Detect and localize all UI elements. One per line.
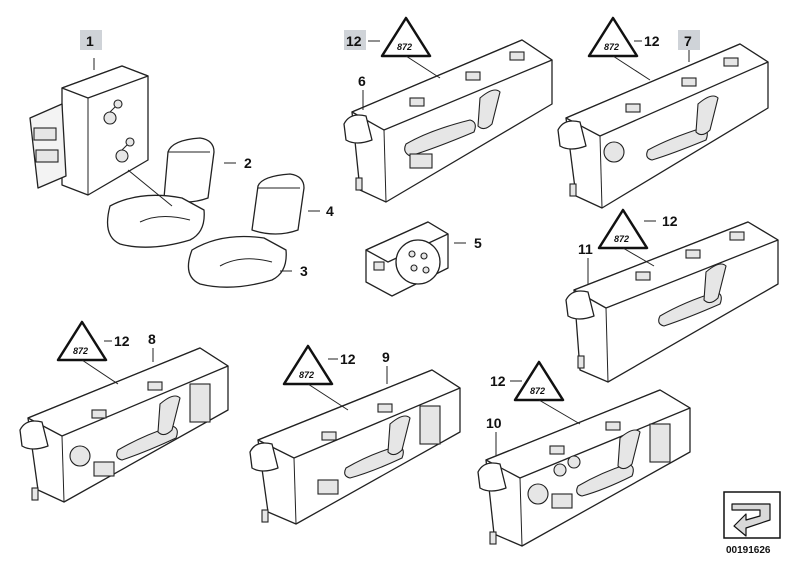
warning-triangle-b: 872 xyxy=(587,16,639,58)
callout-6[interactable]: 6 xyxy=(358,73,366,110)
callout-4[interactable]: 4 xyxy=(308,203,334,219)
callout-8[interactable]: 8 xyxy=(148,331,156,362)
warning-triangle-text: 872 xyxy=(614,234,629,244)
warning-triangle-a: 872 xyxy=(380,16,432,58)
seat-switch-7 xyxy=(557,43,769,209)
svg-text:12: 12 xyxy=(340,351,356,367)
svg-text:11: 11 xyxy=(578,241,593,257)
warning-triangle-text: 872 xyxy=(299,370,314,380)
callout-10[interactable]: 10 xyxy=(486,415,502,456)
callout-5[interactable]: 5 xyxy=(454,235,482,251)
svg-text:12: 12 xyxy=(644,33,660,49)
callout-7[interactable]: 7 xyxy=(678,30,700,62)
callout-2[interactable]: 2 xyxy=(224,155,252,171)
svg-text:12: 12 xyxy=(662,213,678,229)
rotary-control xyxy=(365,221,449,297)
warning-triangle-text: 872 xyxy=(73,346,88,356)
svg-text:9: 9 xyxy=(382,349,390,365)
svg-text:12: 12 xyxy=(114,333,130,349)
svg-text:8: 8 xyxy=(148,331,156,347)
warning-triangle-text: 872 xyxy=(397,42,412,52)
svg-text:2: 2 xyxy=(244,155,252,171)
callout-1[interactable]: 1 xyxy=(80,30,102,50)
seat-switch-9 xyxy=(249,369,461,525)
svg-text:6: 6 xyxy=(358,73,366,89)
callout-9[interactable]: 9 xyxy=(382,349,390,384)
callout-12-e[interactable]: 12 xyxy=(307,351,356,411)
control-module xyxy=(29,58,149,196)
seat-switch-11 xyxy=(565,221,779,383)
warning-triangle-text: 872 xyxy=(604,42,619,52)
svg-text:5: 5 xyxy=(474,235,482,251)
svg-text:10: 10 xyxy=(486,415,502,431)
knob-cap-4 xyxy=(251,173,305,235)
svg-text:1: 1 xyxy=(86,33,94,49)
callout-11[interactable]: 11 xyxy=(578,241,593,284)
callout-12-b[interactable]: 12 xyxy=(612,33,660,81)
callout-12-f[interactable]: 12 xyxy=(490,373,581,425)
callout-12-a[interactable]: 12 xyxy=(344,30,441,79)
seat-switch-6 xyxy=(343,39,553,203)
knob-cap-2 xyxy=(163,137,215,203)
callout-3[interactable]: 3 xyxy=(280,263,308,279)
knob-wedge-3 xyxy=(187,235,287,288)
svg-text:7: 7 xyxy=(684,33,692,49)
warning-triangle-e: 872 xyxy=(282,344,334,386)
seat-switch-8 xyxy=(19,347,229,503)
callout-12-d[interactable]: 12 xyxy=(81,333,130,385)
svg-text:4: 4 xyxy=(326,203,334,219)
knob-wedge-left xyxy=(106,194,205,248)
svg-text:12: 12 xyxy=(346,33,362,49)
warning-triangle-f: 872 xyxy=(513,360,565,402)
svg-text:12: 12 xyxy=(490,373,506,389)
page-corner-icon xyxy=(723,491,781,539)
svg-text:3: 3 xyxy=(300,263,308,279)
warning-triangle-text: 872 xyxy=(530,386,545,396)
seat-switch-10 xyxy=(477,389,691,547)
warning-triangle-c: 872 xyxy=(597,208,649,250)
diagram-code: 00191626 xyxy=(726,545,771,556)
warning-triangle-d: 872 xyxy=(56,320,108,362)
callout-12-c[interactable]: 12 xyxy=(622,213,678,267)
